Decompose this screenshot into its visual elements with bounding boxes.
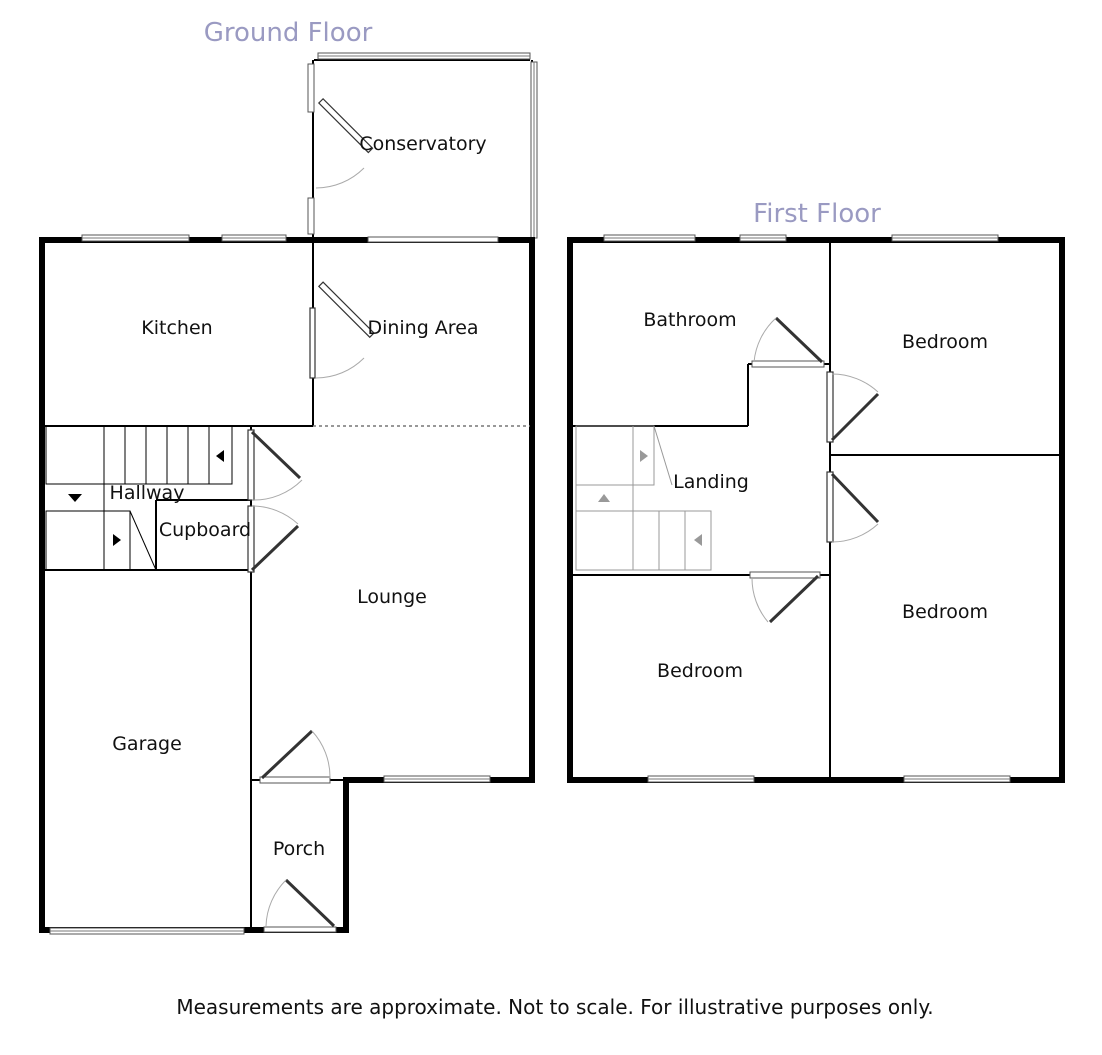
room-label-kitchen: Kitchen — [141, 317, 212, 339]
room-label-hallway: Hallway — [110, 482, 185, 504]
first-floor-plan: First Floor — [567, 199, 1065, 783]
room-label-lounge: Lounge — [357, 586, 427, 608]
ground-floor-plan: Ground Floor — [39, 18, 538, 935]
cupboard-door — [247, 505, 300, 573]
bedroom-top-door — [826, 371, 880, 443]
kitchen-dining-door — [309, 281, 375, 379]
bathroom-door — [751, 316, 825, 368]
ground-windows — [49, 234, 499, 935]
room-label-porch: Porch — [273, 838, 325, 860]
porch-lounge-door — [259, 729, 331, 784]
ground-outer-wall — [39, 237, 535, 933]
first-windows — [603, 234, 1011, 783]
room-label-bathroom: Bathroom — [643, 309, 736, 331]
conservatory-left-window-upper — [307, 63, 315, 113]
landing-arrow-right-icon — [640, 450, 648, 462]
dining-patio-door — [367, 236, 499, 243]
room-label-bedroom-top: Bedroom — [902, 331, 988, 353]
stairs-arrow-right-icon — [113, 534, 121, 546]
hallway-lounge-door-upper — [247, 429, 303, 501]
first-stairs — [575, 425, 712, 571]
first-floor-title: First Floor — [753, 199, 881, 229]
porch-front-door — [263, 878, 337, 933]
bedroom-right-door — [826, 471, 880, 543]
room-label-landing: Landing — [673, 471, 749, 493]
ground-stairs — [45, 425, 233, 571]
room-label-cupboard: Cupboard — [159, 519, 251, 541]
room-label-conservatory: Conservatory — [359, 133, 486, 155]
disclaimer-text: Measurements are approximate. Not to sca… — [176, 995, 933, 1019]
room-label-bedroom-left: Bedroom — [657, 660, 743, 682]
ground-floor-title: Ground Floor — [204, 18, 373, 48]
landing-arrow-left-icon — [694, 534, 702, 546]
room-label-bedroom-right: Bedroom — [902, 601, 988, 623]
conservatory-walls — [307, 52, 538, 240]
ground-interior-walls — [42, 240, 530, 930]
landing-arrow-up-icon — [598, 494, 610, 502]
conservatory-left-window-lower — [307, 197, 315, 235]
bedroom-left-door — [749, 571, 821, 624]
room-label-dining-area: Dining Area — [367, 317, 478, 339]
stairs-arrow-down-icon — [68, 494, 82, 502]
conservatory-door — [315, 97, 374, 189]
stairs-arrow-left-icon — [216, 450, 224, 462]
room-label-garage: Garage — [112, 733, 182, 755]
first-outer-wall — [567, 237, 1065, 783]
